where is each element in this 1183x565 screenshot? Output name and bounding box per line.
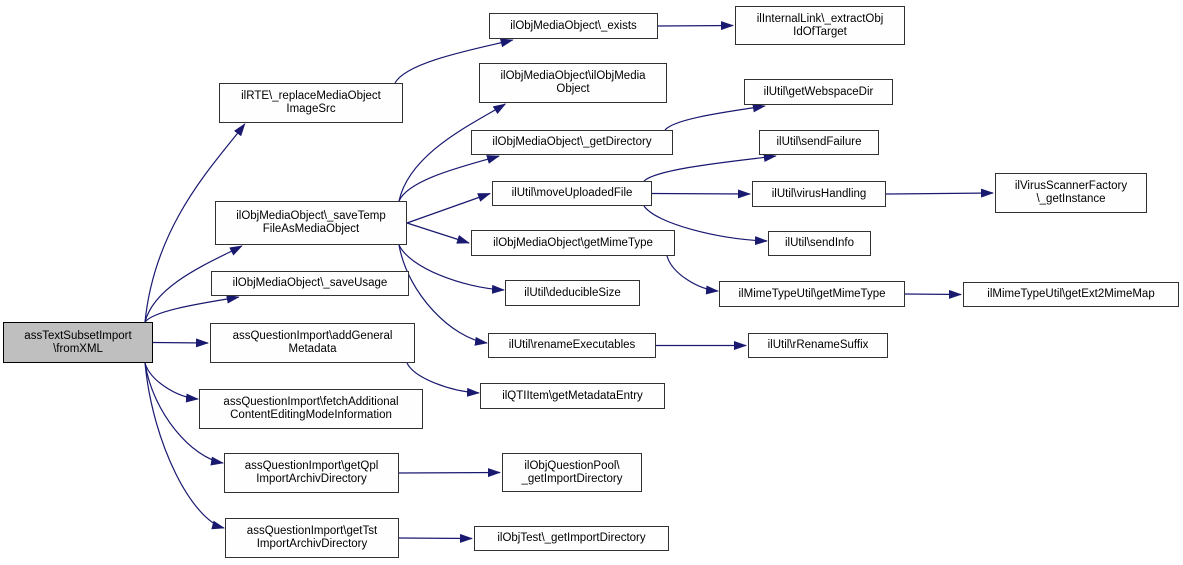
edge-fromXML-to-saveUsage <box>144 294 240 323</box>
node-label-line: ilObjTest\_getImportDirectory <box>497 532 646 544</box>
node-sendInfo[interactable]: ilUtil\sendInfo <box>768 231 871 256</box>
node-label-line: ilUtil\sendFailure <box>776 136 862 148</box>
node-label-line: ilUtil\deducibleSize <box>524 286 621 299</box>
edge-saveTempFileAsMediaObject-to-moveUploadedFile <box>406 192 491 224</box>
edge-getDirectory-to-getWebspaceDir <box>664 103 766 131</box>
node-getMetadataEntry[interactable]: ilQTIItem\getMetadataEntry <box>480 383 665 409</box>
node-label-line: Object <box>556 83 590 95</box>
node-mimeUtilGetMimeType[interactable]: ilMimeTypeUtil\getMimeType <box>719 281 905 307</box>
node-rRenameSuffix[interactable]: ilUtil\rRenameSuffix <box>748 333 888 358</box>
edge-getTstImportArchivDirectory-to-testGetImportDirectory <box>398 533 473 543</box>
edge-fromXML-to-getTstImportArchivDirectory <box>144 362 225 530</box>
node-label-line: ImportArchivDirectory <box>256 473 367 485</box>
edge-getQplImportArchivDirectory-to-qplGetImportDirectory <box>398 468 501 478</box>
node-exists[interactable]: ilObjMediaObject\_exists <box>489 13 658 39</box>
node-label-line: \_getInstance <box>1036 193 1106 205</box>
node-label-line: ilObjMediaObject\_saveUsage <box>232 277 388 289</box>
node-label-line: ilObjMediaObject\getMimeType <box>493 236 653 249</box>
node-testGetImportDirectory[interactable]: ilObjTest\_getImportDirectory <box>474 526 669 551</box>
edge-fromXML-to-replaceMediaObjectImageSrc <box>144 123 246 323</box>
node-label-line: ilMimeTypeUtil\getMimeType <box>738 287 886 300</box>
edge-saveTempFileAsMediaObject-to-getDirectory <box>398 155 500 202</box>
node-label-line: ilObjMediaObject\_saveTemp <box>236 210 386 222</box>
node-label-line: ilObjMediaObject\ilObjMedia <box>500 70 646 82</box>
edge-saveTempFileAsMediaObject-to-deducibleSize <box>398 244 505 294</box>
edge-saveTempFileAsMediaObject-to-renameExecutables <box>398 244 488 346</box>
node-label-line: ilObjMediaObject\_exists <box>510 19 637 32</box>
node-label-line: IdOfTarget <box>793 25 847 38</box>
node-label-line: ilRTE\_replaceMediaObject <box>241 90 381 102</box>
node-label-line: ilMimeTypeUtil\getExt2MimeMap <box>987 288 1155 300</box>
edge-objGetMimeType-to-mimeUtilGetMimeType <box>666 255 719 295</box>
edge-fromXML-to-getQplImportArchivDirectory <box>144 362 224 466</box>
node-fromXML: assTextSubsetImport\fromXML <box>3 322 153 363</box>
node-label-line: ilInternalLink\_extractObj <box>756 12 884 25</box>
node-label-line: ilUtil\sendInfo <box>784 237 855 249</box>
node-getDirectory[interactable]: ilObjMediaObject\_getDirectory <box>471 130 673 155</box>
node-label-line: _getImportDirectory <box>521 472 623 485</box>
edge-fromXML-to-addGeneralMetadata <box>152 338 209 348</box>
node-label-line: assQuestionImport\getQpl <box>244 460 379 472</box>
node-virusHandling[interactable]: ilUtil\virusHandling <box>752 181 886 207</box>
edge-virusHandling-to-virusScannerGetInstance <box>885 188 994 198</box>
edge-fromXML-to-saveTempFileAsMediaObject <box>144 245 243 323</box>
node-label-line: assQuestionImport\addGeneral <box>232 330 393 342</box>
node-qplGetImportDirectory[interactable]: ilObjQuestionPool\_getImportDirectory <box>502 453 642 492</box>
node-getWebspaceDir[interactable]: ilUtil\getWebspaceDir <box>744 79 893 105</box>
node-label-line: Metadata <box>288 343 337 355</box>
node-label-line: ilVirusScannerFactory <box>1014 180 1128 192</box>
node-label-line: ilObjQuestionPool\ <box>524 459 620 472</box>
edge-moveUploadedFile-to-sendInfo <box>643 205 768 246</box>
node-moveUploadedFile[interactable]: ilUtil\moveUploadedFile <box>492 181 652 206</box>
node-label-line: assTextSubsetImport <box>24 329 132 342</box>
node-label-line: \fromXML <box>53 342 103 355</box>
edge-mimeUtilGetMimeType-to-getExt2MimeMap <box>904 289 962 299</box>
node-label-line: ImportArchivDirectory <box>256 538 368 550</box>
node-sendFailure[interactable]: ilUtil\sendFailure <box>759 130 879 155</box>
edge-replaceMediaObjectImageSrc-to-exists <box>394 38 514 84</box>
edge-exists-to-extractObjIdOfTarget <box>657 21 734 31</box>
edge-moveUploadedFile-to-sendFailure <box>643 153 777 182</box>
node-renameExecutables[interactable]: ilUtil\renameExecutables <box>488 333 656 358</box>
node-label-line: ilQTIItem\getMetadataEntry <box>502 389 643 402</box>
edge-moveUploadedFile-to-virusHandling <box>651 189 751 199</box>
node-label-line: ImageSrc <box>286 103 336 115</box>
node-saveUsage[interactable]: ilObjMediaObject\_saveUsage <box>211 271 409 296</box>
node-deducibleSize[interactable]: ilUtil\deducibleSize <box>505 280 640 306</box>
node-label-line: assQuestionImport\fetchAdditional <box>223 396 399 408</box>
node-label-line: FileAsMediaObject <box>262 223 360 235</box>
node-label-line: ilObjMediaObject\_getDirectory <box>492 136 652 148</box>
edges-group <box>144 21 994 543</box>
node-label-line: ilUtil\getWebspaceDir <box>763 85 874 98</box>
edge-addGeneralMetadata-to-getMetadataEntry <box>406 362 480 397</box>
edge-saveTempFileAsMediaObject-to-objGetMimeType <box>406 222 470 244</box>
edge-fromXML-to-fetchAdditionalContentEditingModeInformation <box>144 362 199 403</box>
node-label-line: ilUtil\moveUploadedFile <box>511 187 633 199</box>
node-label-line: ilUtil\renameExecutables <box>508 339 636 351</box>
node-label-line: ilUtil\virusHandling <box>771 187 867 200</box>
node-label-line: assQuestionImport\getTst <box>246 525 378 537</box>
edge-saveTempFileAsMediaObject-to-ilObjMediaObjectConstructor <box>398 103 507 202</box>
node-getExt2MimeMap[interactable]: ilMimeTypeUtil\getExt2MimeMap <box>963 282 1179 307</box>
node-objGetMimeType[interactable]: ilObjMediaObject\getMimeType <box>471 230 675 256</box>
node-label-line: ContentEditingModeInformation <box>230 409 392 421</box>
node-label-line: ilUtil\rRenameSuffix <box>767 339 869 351</box>
node-virusScannerGetInstance[interactable]: ilVirusScannerFactory\_getInstance <box>995 173 1147 213</box>
